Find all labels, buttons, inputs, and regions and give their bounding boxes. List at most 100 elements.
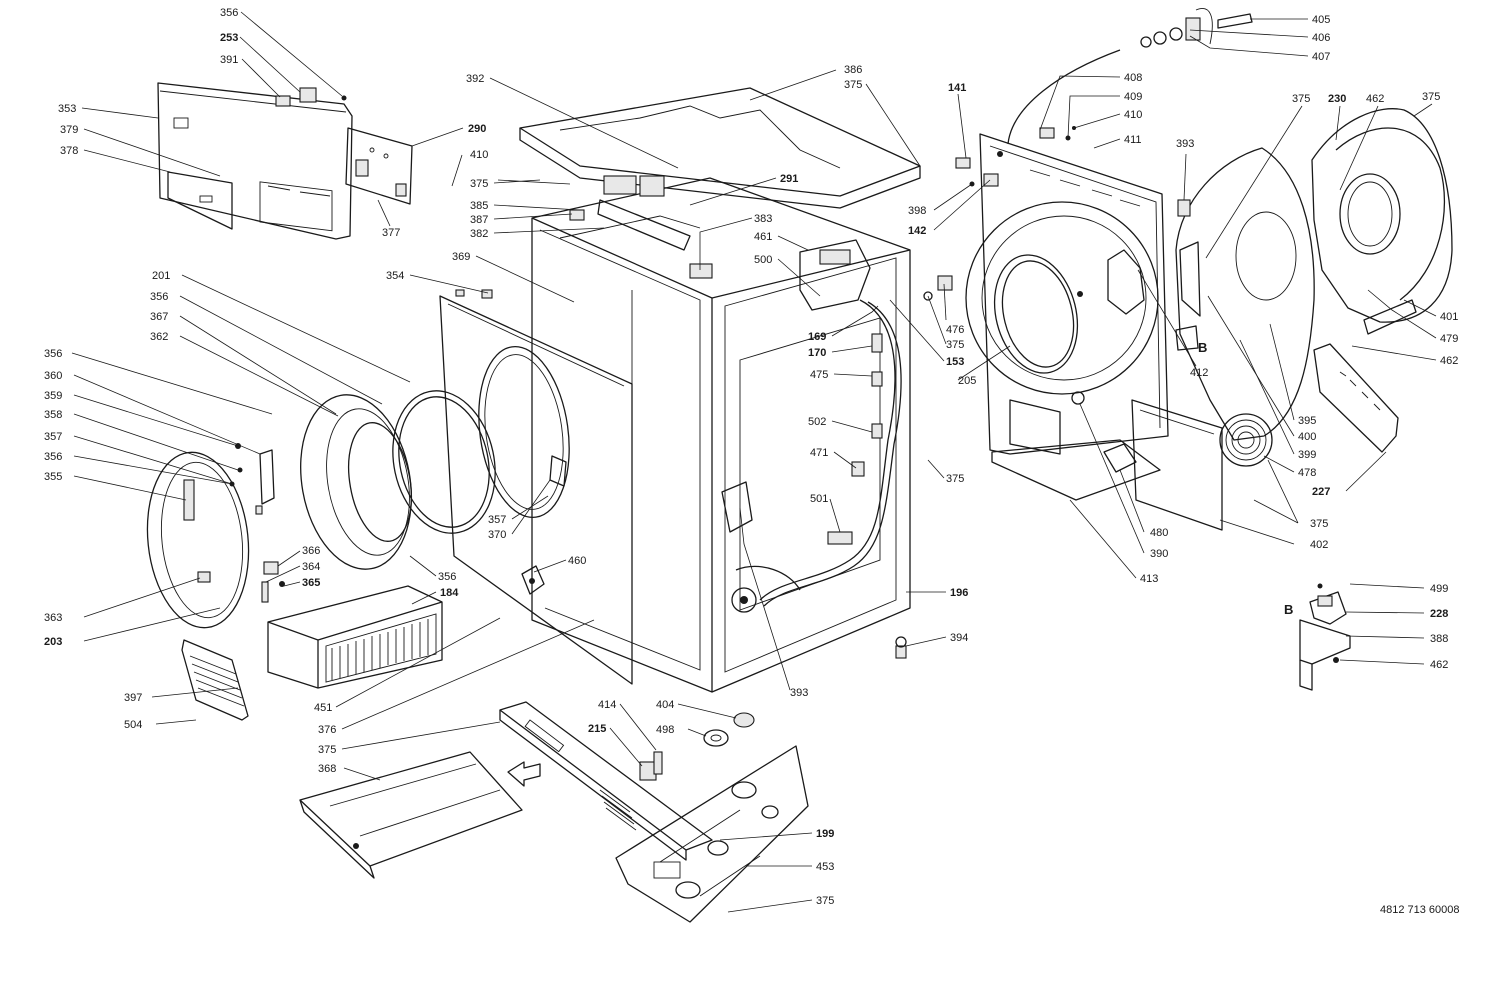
adjustable-foot (895, 636, 907, 659)
detail-b-bracket (1175, 325, 1199, 351)
part-label: 385 (470, 200, 488, 212)
part-label: 461 (754, 231, 772, 243)
door-gasket (392, 390, 496, 534)
part-label: 376 (318, 724, 336, 736)
bearing-bracket (1071, 249, 1145, 405)
cabinet-top-components (569, 175, 713, 279)
part-label: 141 (948, 82, 966, 94)
part-label: 356 (44, 451, 62, 463)
part-labels: 356 253 391 353 379 378 290 410 377 392 … (44, 7, 1458, 907)
display-strip (167, 171, 233, 230)
part-480 (1103, 443, 1137, 473)
part-label: 203 (44, 636, 62, 648)
rear-drum-seal (993, 254, 1079, 374)
part-label: 392 (466, 73, 484, 85)
part-label: 369 (452, 251, 470, 263)
rear-cover (1311, 108, 1453, 335)
part-label: 411 (1124, 134, 1142, 146)
control-panel-fascia (157, 82, 353, 240)
fan-housing (1175, 147, 1315, 441)
part-label: 499 (1430, 583, 1448, 595)
detail-letter-b-lock: B (1284, 602, 1293, 617)
base-plate (615, 745, 809, 923)
part-label: 414 (598, 699, 616, 711)
part-label: 253 (220, 32, 238, 44)
lint-filter-drawer (267, 585, 443, 689)
part-label: 360 (44, 370, 62, 382)
part-label: 358 (44, 409, 62, 421)
part-label: 500 (754, 254, 772, 266)
part-label: 502 (808, 416, 826, 428)
door-hinge (521, 565, 545, 595)
part-label: 357 (44, 431, 62, 443)
part-label: 382 (470, 228, 488, 240)
part-label: 383 (754, 213, 772, 225)
part-label: 395 (1298, 415, 1316, 427)
base-clip (639, 751, 663, 781)
part-label: 205 (958, 375, 976, 387)
part-label: 377 (382, 227, 400, 239)
part-label: 196 (950, 587, 968, 599)
part-label: 390 (1150, 548, 1168, 560)
part-label: 169 (808, 331, 826, 343)
part-label: 142 (908, 225, 926, 237)
part-label: 462 (1440, 355, 1458, 367)
part-label: 290 (468, 123, 486, 135)
part-label: 462 (1366, 93, 1384, 105)
door-inner-ring (300, 394, 412, 570)
part-label: 401 (1440, 311, 1458, 323)
assembly-arrow (507, 761, 541, 787)
part-label: 460 (568, 555, 586, 567)
part-label: 356 (438, 571, 456, 583)
rear-pad (1177, 199, 1191, 217)
part-label: 504 (124, 719, 142, 731)
part-label: 370 (488, 529, 506, 541)
part-label: 199 (816, 828, 834, 840)
part-label: 364 (302, 561, 320, 573)
part-label: 375 (1310, 518, 1328, 530)
part-label: 480 (1150, 527, 1168, 539)
part-label: 402 (1310, 539, 1328, 551)
part-label: 412 (1190, 367, 1208, 379)
part-label: 215 (588, 723, 606, 735)
part-label: 291 (780, 173, 798, 185)
hinge-small-parts (261, 561, 285, 603)
part-label: 408 (1124, 72, 1142, 84)
part-label: 378 (60, 145, 78, 157)
part-label: 388 (1430, 633, 1448, 645)
lower-back-plate (1131, 399, 1223, 531)
part-label: 366 (302, 545, 320, 557)
part-label: 478 (1298, 467, 1316, 479)
part-label: 391 (220, 54, 238, 66)
drum-shaft-bolt (1140, 8, 1253, 48)
part-label: 227 (1312, 486, 1330, 498)
part-label: 379 (60, 124, 78, 136)
part-label: 355 (44, 471, 62, 483)
wiring-harness (759, 299, 902, 607)
part-label: 400 (1298, 431, 1316, 443)
part-label: 413 (1140, 573, 1158, 585)
part-label: 357 (488, 514, 506, 526)
part-label: 393 (1176, 138, 1194, 150)
feet (703, 712, 755, 747)
part-label: 393 (790, 687, 808, 699)
document-number: 4812 713 60008 (1380, 904, 1460, 916)
part-label: 394 (950, 632, 968, 644)
panel-buttons (275, 87, 347, 107)
part-label: 356 (44, 348, 62, 360)
part-label: 410 (1124, 109, 1142, 121)
bracket-227 (1313, 343, 1399, 453)
detail-letter-b-rear: B (1198, 340, 1207, 355)
part-label: 228 (1430, 608, 1448, 620)
part-label: 375 (318, 744, 336, 756)
door-latch-parts (229, 443, 275, 515)
fan-guard (1219, 413, 1273, 467)
part-label: 375 (1292, 93, 1310, 105)
control-pcb (345, 127, 413, 205)
sensor-476 (923, 275, 953, 301)
part-label: 375 (816, 895, 834, 907)
front-panel (439, 289, 633, 685)
part-label: 476 (946, 324, 964, 336)
part-label: 399 (1298, 449, 1316, 461)
